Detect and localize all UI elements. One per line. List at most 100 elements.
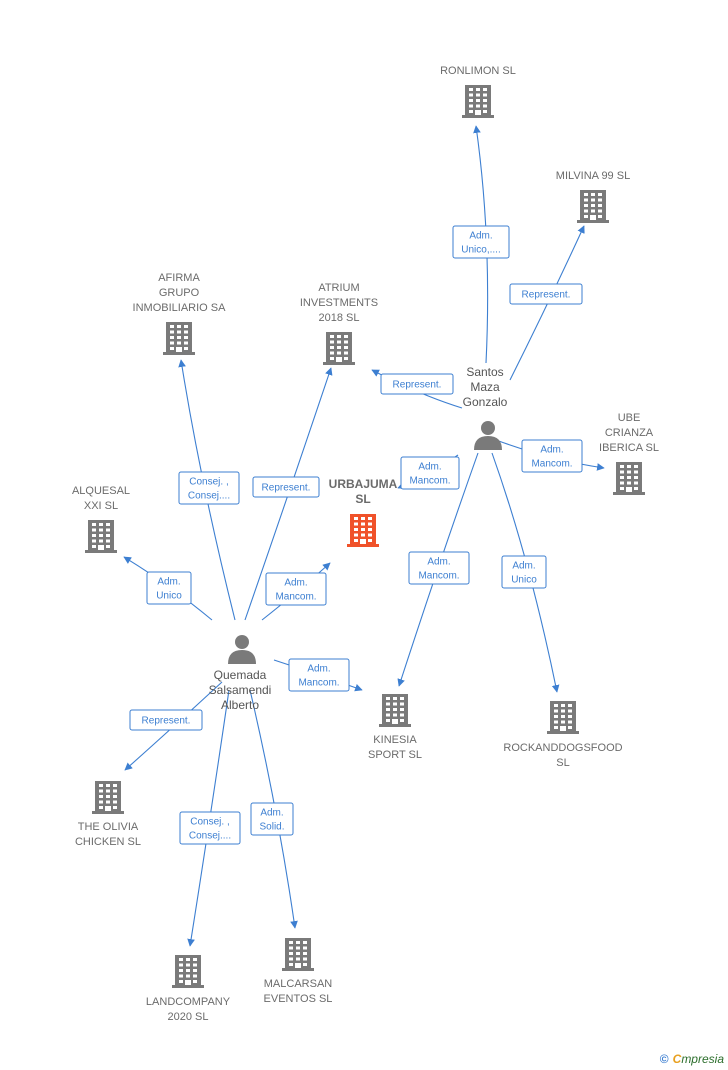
building-icon — [92, 781, 124, 814]
edge-label-text: Adm. — [512, 561, 535, 572]
edge-label-santos-urbajuma[interactable]: Adm. Mancom. — [400, 456, 460, 490]
company-label: RONLIMON SL — [440, 65, 516, 77]
person-icon — [474, 421, 502, 450]
brand-name: mpresia — [681, 1052, 724, 1066]
building-icon — [347, 514, 379, 547]
edge-labels-layer: Adm. Unico,.... Represent. Represent. Adm. Ma… — [129, 225, 583, 845]
company-label: MALCARSAN — [264, 978, 333, 990]
edge-label-text: Unico,.... — [461, 245, 500, 256]
edge-label-quemada-urbajuma[interactable]: Adm.Mancom. — [265, 572, 327, 606]
building-icon — [323, 332, 355, 365]
edge-label-text: Adm. — [469, 231, 492, 242]
edge-label-quemada-alquesal[interactable]: Adm. Unico — [146, 571, 192, 605]
building-icon — [462, 85, 494, 118]
company-label: ALQUESAL — [72, 485, 130, 497]
edge-label-text: Mancom. — [418, 571, 459, 582]
edge-label-text: Unico — [156, 591, 182, 602]
edge-label-text: Mancom. — [298, 678, 339, 689]
edge-label-text: Adm. — [418, 462, 441, 473]
building-icon — [613, 462, 645, 495]
edge-label-text: Adm. — [307, 664, 330, 675]
building-icon — [547, 701, 579, 734]
company-label: AFIRMA — [158, 272, 200, 284]
person-label: Maza — [470, 380, 500, 394]
edge-label-text: Mancom. — [275, 592, 316, 603]
company-label: XXI SL — [84, 500, 118, 512]
company-label: URBAJUMA — [329, 477, 398, 491]
edge-label-quemada-olivia[interactable]: Represent. — [129, 709, 203, 731]
edge-label-text: Solid. — [259, 822, 284, 833]
company-node-afirma[interactable]: AFIRMA GRUPO INMOBILIARIO SA — [133, 272, 227, 355]
edge-label-text: Adm. — [260, 808, 283, 819]
edge-label-text: Consej. , — [189, 477, 228, 488]
edge-label-text: Adm. — [540, 445, 563, 456]
building-icon — [577, 190, 609, 223]
edge-label-quemada-malcarsan[interactable]: Adm. Solid. — [250, 802, 294, 836]
company-label: GRUPO — [159, 287, 200, 299]
company-label: MILVINA 99 SL — [556, 170, 630, 182]
copyright-icon: © — [659, 1052, 669, 1066]
edge-label-text: Represent. — [393, 380, 442, 391]
company-label: ROCKANDDOGSFOOD — [503, 742, 622, 754]
company-label: KINESIA — [373, 734, 417, 746]
person-label: Salsamendi — [209, 683, 272, 697]
company-node-milvina[interactable]: MILVINA 99 SL — [556, 170, 630, 223]
company-label: CHICKEN SL — [75, 836, 141, 848]
edge-label-quemada-afirma[interactable]: Consej. , Consej.... — [178, 471, 240, 505]
footer-brand[interactable]: ©Cmpresia — [660, 1052, 724, 1066]
edge-label-text: Adm. — [157, 577, 180, 588]
edge-label-text: Unico — [511, 575, 537, 586]
building-icon — [379, 694, 411, 727]
edge-label-text: Mancom. — [409, 476, 450, 487]
company-label: CRIANZA — [605, 427, 654, 439]
company-label: ATRIUM — [318, 282, 359, 294]
company-node-malcarsan[interactable]: MALCARSAN EVENTOS SL — [264, 938, 333, 1005]
edge-label-quemada-landcompany[interactable]: Consej. , Consej.... — [179, 811, 241, 845]
company-label: EVENTOS SL — [264, 993, 333, 1005]
edge-label-text: Adm. — [427, 557, 450, 568]
company-node-olivia[interactable]: THE OLIVIA CHICKEN SL — [75, 781, 141, 848]
edge-label-santos-milvina[interactable]: Represent. — [509, 283, 583, 305]
edge-label-santos-kinesia[interactable]: Adm. Mancom. — [408, 551, 470, 585]
company-label: INMOBILIARIO SA — [133, 302, 227, 314]
company-node-alquesal[interactable]: ALQUESAL XXI SL — [72, 485, 130, 553]
edge-label-text: Mancom. — [531, 459, 572, 470]
building-icon — [85, 520, 117, 553]
edge-label-santos-atrium[interactable]: Represent. — [380, 373, 454, 395]
company-label: INVESTMENTS — [300, 297, 378, 309]
edge-label-text: Consej. , — [190, 817, 229, 828]
person-label: Alberto — [221, 698, 259, 712]
edge-label-santos-rockanddogs[interactable]: Adm. Unico — [501, 555, 547, 589]
company-label: THE OLIVIA — [78, 821, 139, 833]
company-label: LANDCOMPANY — [146, 996, 231, 1008]
edge-label-santos-ronlimon[interactable]: Adm. Unico,.... — [452, 225, 510, 259]
building-icon — [282, 938, 314, 971]
company-node-ube[interactable]: UBE CRIANZA IBERICA SL — [599, 412, 659, 495]
edge-label-text: Represent. — [142, 716, 191, 727]
edge-label-santos-ube[interactable]: Adm. Mancom. — [521, 439, 583, 473]
company-node-kinesia[interactable]: KINESIA SPORT SL — [368, 694, 422, 761]
edge-label-quemada-atrium[interactable]: Represent. — [252, 476, 320, 498]
company-label: IBERICA SL — [599, 442, 659, 454]
company-node-atrium[interactable]: ATRIUM INVESTMENTS 2018 SL — [300, 282, 378, 365]
company-label: SPORT SL — [368, 749, 422, 761]
person-icon — [228, 635, 256, 664]
nodes-layer: RONLIMON SL MILVINA 99 SL AFIRMA GRUPO INMOB… — [72, 65, 659, 1023]
edge-label-text: Represent. — [522, 290, 571, 301]
company-label: SL — [355, 492, 370, 506]
person-label: Gonzalo — [463, 395, 508, 409]
company-label: UBE — [618, 412, 641, 424]
building-icon — [163, 322, 195, 355]
edge-label-quemada-kinesia[interactable]: Adm. Mancom. — [288, 658, 350, 692]
edge-label-text: Consej.... — [189, 831, 231, 842]
company-label: 2018 SL — [319, 312, 360, 324]
edge-label-text: Consej.... — [188, 491, 230, 502]
company-node-ronlimon[interactable]: RONLIMON SL — [440, 65, 516, 118]
building-icon — [172, 955, 204, 988]
